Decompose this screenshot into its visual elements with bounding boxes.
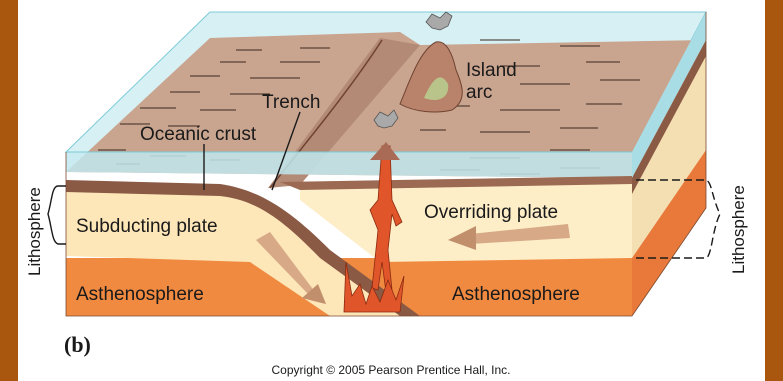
lithosphere-left-label: Lithosphere	[25, 187, 44, 276]
subducting-plate-label: Subducting plate	[76, 216, 218, 237]
lithosphere-right-label: Lithosphere	[729, 185, 748, 274]
island-arc-label-line1: Island	[466, 60, 517, 81]
trench-label: Trench	[262, 92, 320, 113]
oceanic-crust-label: Oceanic crust	[140, 124, 257, 145]
copyright-notice: Copyright © 2005 Pearson Prentice Hall, …	[272, 363, 511, 377]
asthenosphere-left-label: Asthenosphere	[76, 284, 204, 305]
panel-letter: (b)	[64, 332, 91, 357]
island-arc-label-line2: arc	[466, 82, 492, 103]
overriding-plate-label: Overriding plate	[424, 202, 558, 223]
asthenosphere-right-label: Asthenosphere	[452, 284, 580, 305]
ocean-front-face	[66, 152, 632, 178]
lithosphere-left-bracket	[48, 186, 66, 244]
